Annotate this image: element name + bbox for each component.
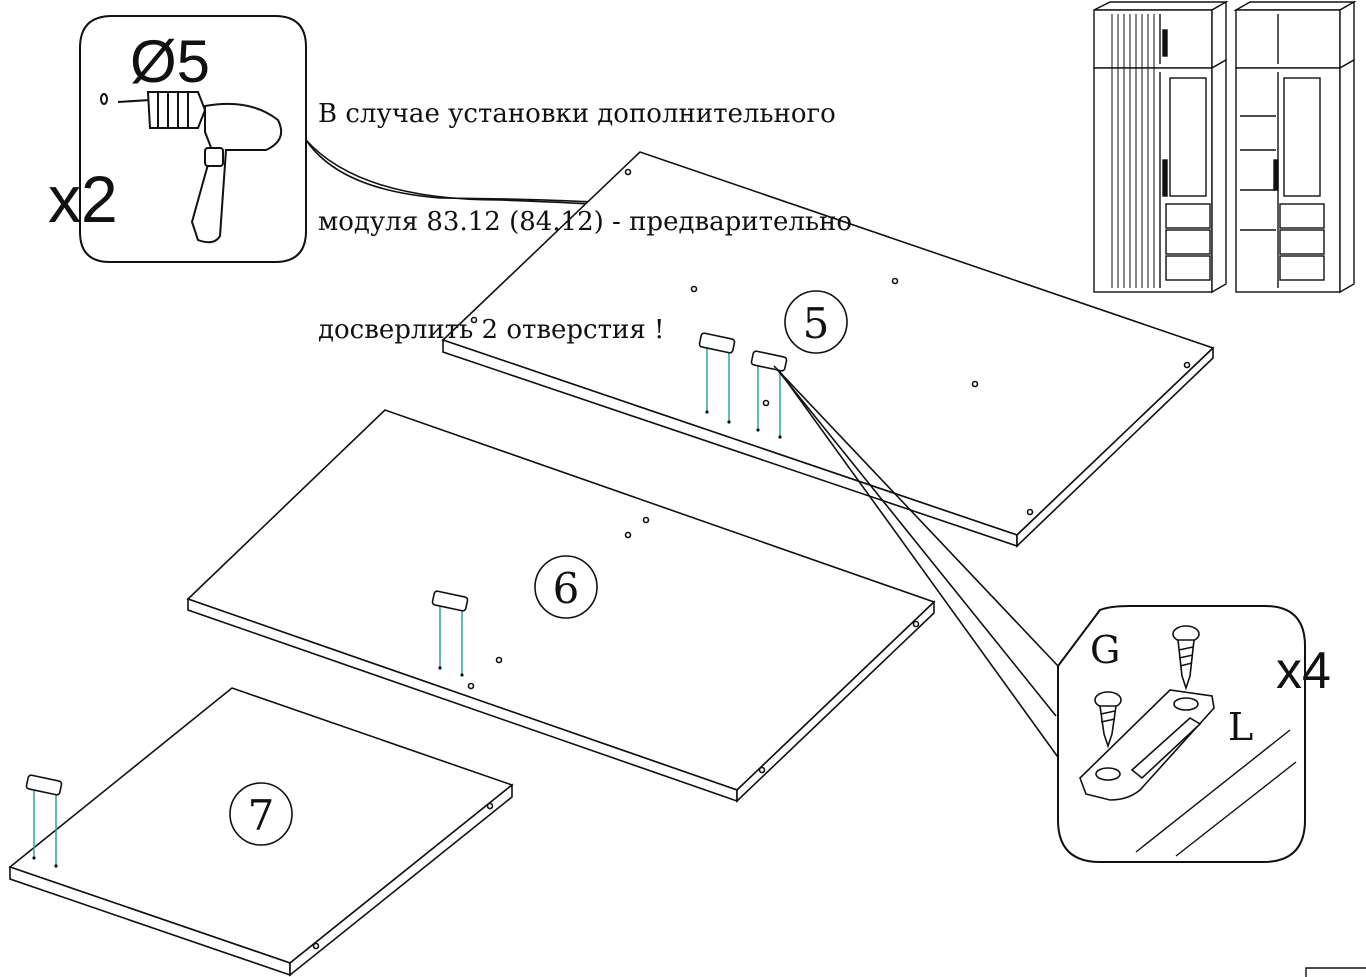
label-l: L [1228, 705, 1253, 749]
surface-lines [1135, 729, 1297, 857]
predrill-note-line-3: досверлить 2 отверстия ! [318, 315, 665, 345]
predrill-note-line-1: В случае установки дополнительного [318, 99, 836, 129]
panel-6-number: 6 [553, 564, 580, 613]
predrill-note: В случае установки дополнительного модул… [318, 24, 938, 384]
screw-icon [1094, 625, 1200, 749]
drill-quantity-label: x2 [48, 162, 118, 236]
predrill-note-line-2: модуля 83.12 (84.12) - предварительно [318, 207, 853, 237]
fastener-detail: G L [1057, 605, 1306, 863]
corner-mark [1305, 967, 1366, 977]
detail-quantity-label: x4 [1276, 642, 1331, 700]
detail-leader-lines [773, 365, 1061, 761]
wardrobe-preview-left [1093, 0, 1229, 294]
connector-panel-7 [25, 774, 63, 868]
label-g: G [1090, 628, 1120, 672]
panel-5 [441, 151, 1215, 548]
connector-pair-panel-5 [698, 332, 788, 439]
bracket-icon [1079, 689, 1215, 801]
panel-7 [8, 687, 514, 977]
drill-callout: Ø5 x2 [48, 15, 307, 263]
panel-7-number: 7 [248, 791, 275, 840]
drill-icon [100, 91, 282, 244]
panel-5-number: 5 [803, 299, 830, 348]
connector-panel-6 [431, 590, 469, 677]
wardrobe-preview-right [1233, 0, 1357, 294]
drill-diameter-label: Ø5 [130, 28, 210, 95]
panel-6 [186, 409, 936, 803]
